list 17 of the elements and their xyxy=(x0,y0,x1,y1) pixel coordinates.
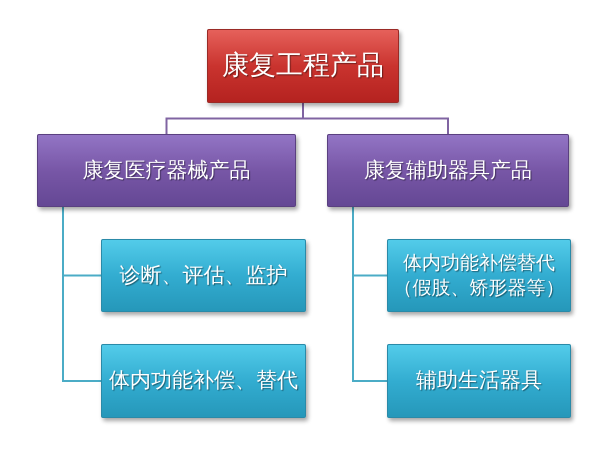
subcategory-box xyxy=(387,239,571,312)
box-label: 康复工程产品 xyxy=(222,49,384,84)
subcategory-box xyxy=(101,239,306,312)
subcategory-box xyxy=(101,344,306,418)
box-label: 体内功能补偿替代（假肢、矫形器等） xyxy=(392,250,566,300)
category-box xyxy=(327,134,569,207)
root-box xyxy=(207,29,399,103)
box-label: 康复辅助器具产品 xyxy=(364,156,532,184)
connector-line xyxy=(62,207,101,382)
box-label: 康复医疗器械产品 xyxy=(82,156,250,184)
subcategory-box xyxy=(387,344,571,418)
box-label: 体内功能补偿、替代 xyxy=(109,367,298,394)
category-box xyxy=(37,134,296,207)
connector-line xyxy=(352,207,387,382)
connector-line xyxy=(302,103,449,134)
box-label: 诊断、评估、监护 xyxy=(120,262,288,289)
box-label: 辅助生活器具 xyxy=(416,367,542,394)
